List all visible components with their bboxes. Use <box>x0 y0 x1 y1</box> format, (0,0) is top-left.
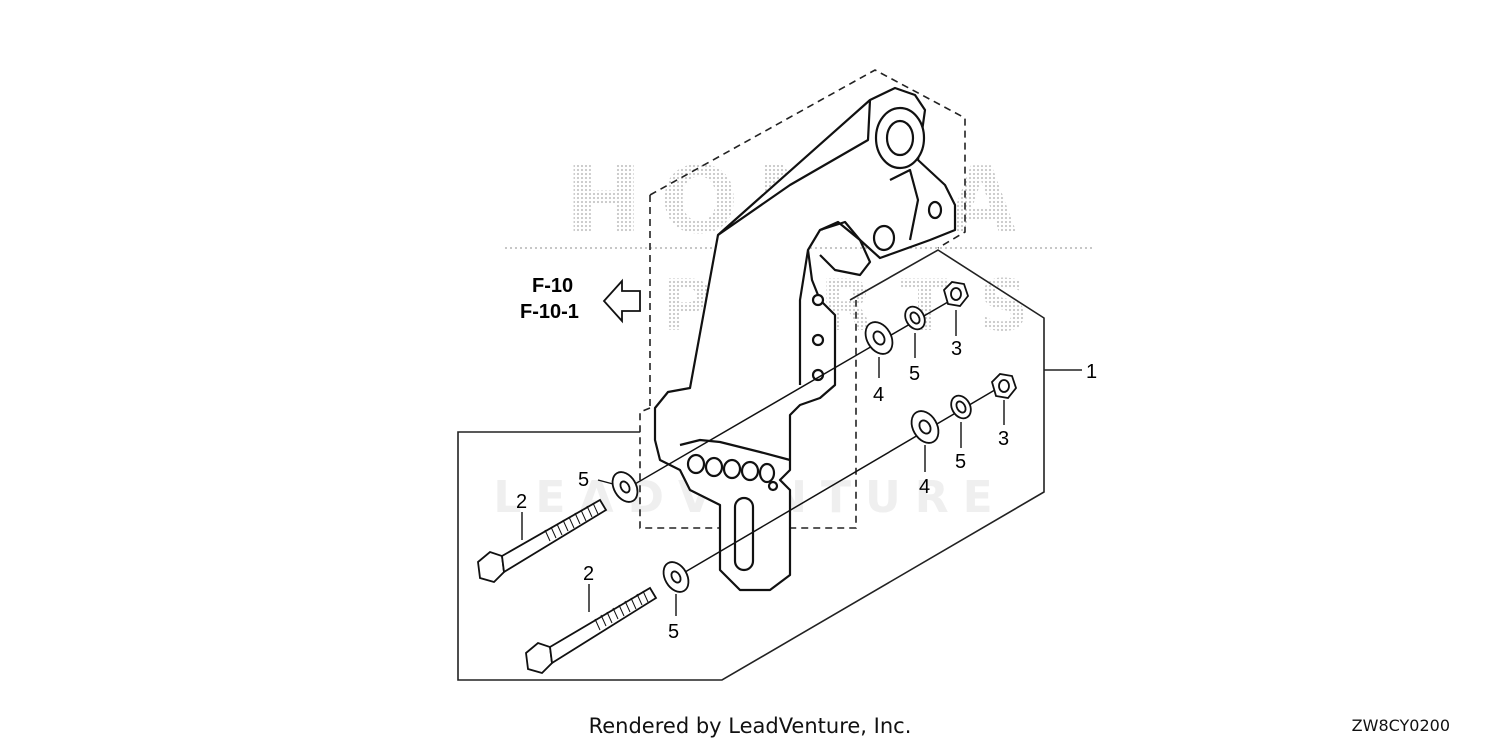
callout-washer-bolt-lower: 5 <box>668 621 679 643</box>
callout-washer-bolt-upper: 5 <box>578 469 589 491</box>
callout-nut-lower: 3 <box>998 428 1009 450</box>
callout-bolt-upper: 2 <box>516 491 527 513</box>
lockwasher-upper <box>904 305 926 331</box>
washer-bolt-upper <box>611 471 639 503</box>
callout-washer-lower: 4 <box>919 476 930 498</box>
assembly-axis-lines <box>627 294 1006 576</box>
washer-bolt-lower <box>662 561 690 593</box>
callout-bolt-lower: 2 <box>583 563 594 585</box>
footer-credit: Rendered by LeadVenture, Inc. <box>588 714 912 738</box>
nut-upper <box>942 281 970 307</box>
ref-label-b[interactable]: F-10-1 <box>520 301 579 323</box>
extension-bracket <box>653 86 957 592</box>
diagram-code: ZW8CY0200 <box>1351 716 1450 735</box>
cross-reference[interactable]: F-10 F-10-1 <box>520 275 641 324</box>
washer-upper <box>864 321 894 355</box>
bracket-outline <box>639 69 966 529</box>
kit-group-lines <box>457 249 1082 681</box>
callout-lockwasher-upper: 5 <box>909 363 920 385</box>
leader-lines <box>521 310 1005 616</box>
callout-lockwasher-lower: 5 <box>955 451 966 473</box>
callout-nut-upper: 3 <box>951 338 962 360</box>
callout-washer-upper: 4 <box>873 384 884 406</box>
ref-label-a[interactable]: F-10 <box>532 275 573 297</box>
nut-lower <box>990 373 1018 399</box>
washer-lower <box>910 410 940 444</box>
ref-arrow-icon <box>602 278 641 324</box>
callout-bracket: 1 <box>1086 361 1097 383</box>
lockwasher-lower <box>950 394 972 420</box>
bolt-upper <box>477 498 608 584</box>
bolt-lower <box>525 586 658 675</box>
